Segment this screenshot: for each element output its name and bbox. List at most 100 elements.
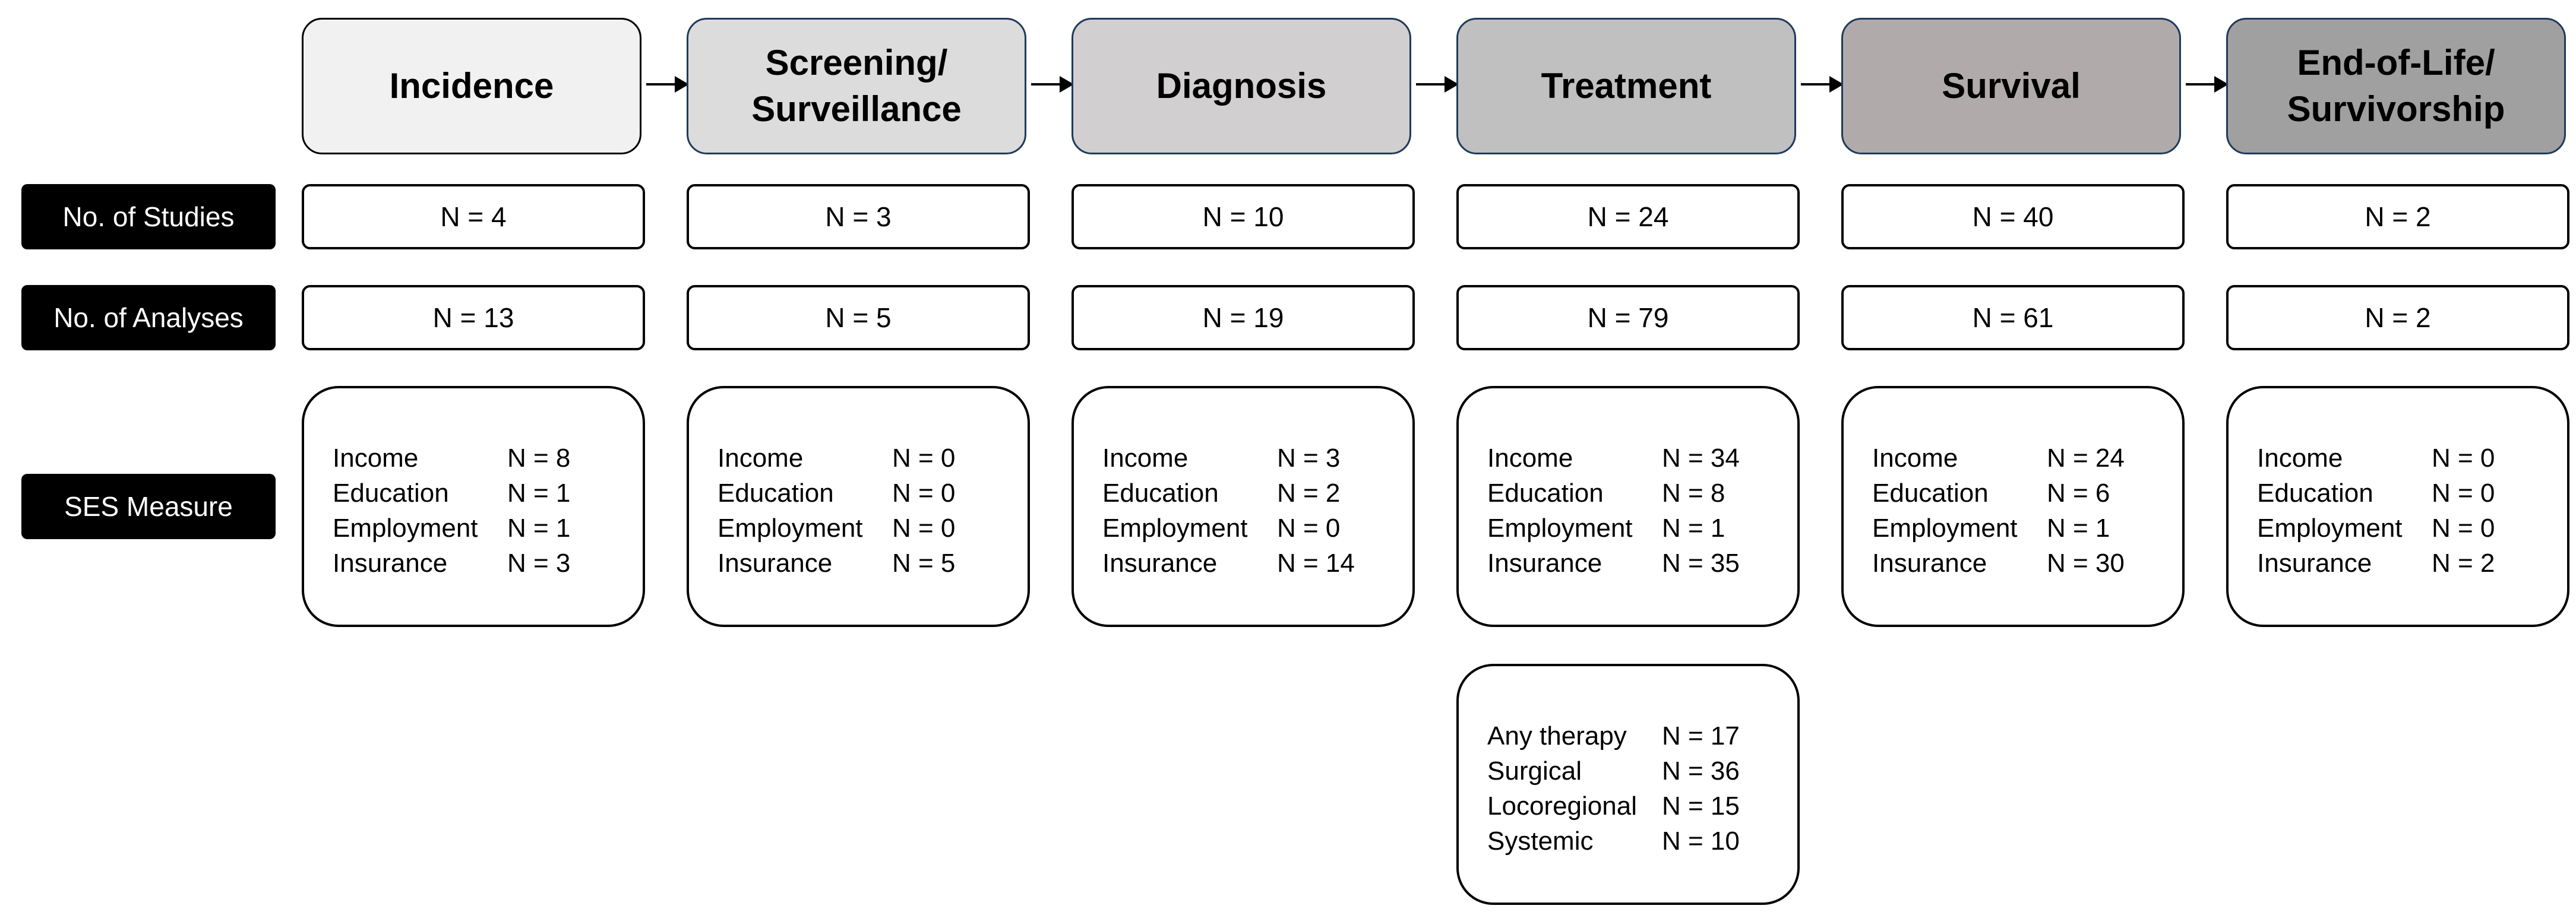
stage-header-survival: Survival bbox=[1841, 18, 2181, 154]
ses-measure-count: N = 1 bbox=[2047, 514, 2110, 543]
row-label-analyses-text: No. of Analyses bbox=[53, 302, 244, 333]
ses-measure-label: Insurance bbox=[1872, 549, 1987, 578]
studies-count-box: N = 3 bbox=[687, 184, 1030, 249]
ses-measure-label: Insurance bbox=[718, 549, 833, 578]
stage-header-end-of-life: End-of-Life/Survivorship bbox=[2226, 18, 2566, 154]
treatment-type-count: N = 17 bbox=[1662, 721, 1740, 751]
ses-measure-label: Insurance bbox=[333, 549, 448, 578]
studies-count-box: N = 4 bbox=[302, 184, 645, 249]
treatment-type-label: Surgical bbox=[1487, 756, 1582, 786]
arrow-survival-to-end-of-life bbox=[2186, 76, 2229, 93]
stage-column-end-of-life: End-of-Life/Survivorship N = 2 N = 2 Inc… bbox=[2226, 0, 2569, 915]
ses-measure-label: Income bbox=[718, 444, 804, 473]
analyses-count: N = 61 bbox=[1972, 302, 2054, 333]
ses-measure-count: N = 1 bbox=[1662, 514, 1725, 543]
ses-measure-box: Income N = 0 Education N = 0 Employment N =… bbox=[2226, 386, 2569, 627]
analyses-count: N = 13 bbox=[432, 302, 514, 333]
treatment-type-count: N = 10 bbox=[1662, 827, 1740, 856]
ses-measure-label: Income bbox=[333, 444, 419, 473]
ses-measure-label: Income bbox=[1102, 444, 1189, 473]
ses-measure-count: N = 34 bbox=[1662, 444, 1740, 473]
ses-measure-count: N = 0 bbox=[2432, 444, 2495, 473]
studies-count: N = 10 bbox=[1202, 201, 1284, 232]
treatment-type-label: Systemic bbox=[1487, 827, 1594, 856]
ses-measure-label: Education bbox=[1102, 479, 1219, 508]
ses-measure-label: Insurance bbox=[2257, 549, 2372, 578]
arrow-screening-to-diagnosis bbox=[1031, 76, 1074, 93]
ses-measure-count: N = 0 bbox=[2432, 514, 2495, 543]
ses-measure-count: N = 8 bbox=[1662, 479, 1725, 508]
treatment-type-count: N = 36 bbox=[1662, 756, 1740, 786]
analyses-count-box: N = 79 bbox=[1456, 285, 1800, 350]
ses-measure-label: Employment bbox=[718, 514, 863, 543]
ses-measure-label: Education bbox=[1487, 479, 1604, 508]
analyses-count: N = 2 bbox=[2365, 302, 2431, 333]
ses-measure-label: Employment bbox=[333, 514, 478, 543]
stage-header-incidence: Incidence bbox=[302, 18, 641, 154]
ses-measure-label: Education bbox=[718, 479, 834, 508]
ses-measure-count: N = 14 bbox=[1277, 549, 1355, 578]
studies-count: N = 3 bbox=[825, 201, 892, 232]
studies-count: N = 2 bbox=[2365, 201, 2431, 232]
ses-measure-label: Income bbox=[1487, 444, 1573, 473]
stage-title-line1: Screening/ bbox=[765, 43, 948, 83]
analyses-count-box: N = 5 bbox=[687, 285, 1030, 350]
ses-measure-count: N = 5 bbox=[892, 549, 956, 578]
stage-title-line2: Survivorship bbox=[2287, 89, 2505, 129]
ses-measure-count: N = 0 bbox=[1277, 514, 1341, 543]
ses-measure-label: Income bbox=[2257, 444, 2343, 473]
ses-measure-count: N = 2 bbox=[2432, 549, 2495, 578]
studies-count: N = 4 bbox=[440, 201, 507, 232]
ses-measure-label: Employment bbox=[2257, 514, 2403, 543]
ses-measure-label: Education bbox=[2257, 479, 2373, 508]
stage-header-screening: Screening/Surveillance bbox=[687, 18, 1026, 154]
analyses-count-box: N = 2 bbox=[2226, 285, 2569, 350]
stage-title-line1: End-of-Life/ bbox=[2297, 43, 2495, 83]
arrow-incidence-to-screening bbox=[646, 76, 689, 93]
analyses-count: N = 5 bbox=[825, 302, 892, 333]
row-label-studies: No. of Studies bbox=[21, 184, 276, 249]
ses-measure-count: N = 6 bbox=[2047, 479, 2110, 508]
ses-measure-box: Income N = 0 Education N = 0 Employment N =… bbox=[687, 386, 1030, 627]
studies-count-box: N = 2 bbox=[2226, 184, 2569, 249]
ses-measure-label: Education bbox=[333, 479, 449, 508]
row-label-ses-measure-text: SES Measure bbox=[64, 491, 233, 522]
studies-count: N = 24 bbox=[1587, 201, 1669, 232]
ses-measure-label: Income bbox=[1872, 444, 1958, 473]
ses-measure-count: N = 1 bbox=[507, 479, 571, 508]
ses-measure-count: N = 0 bbox=[892, 479, 956, 508]
ses-measure-count: N = 0 bbox=[2432, 479, 2495, 508]
ses-measure-label: Insurance bbox=[1487, 549, 1603, 578]
ses-measure-count: N = 0 bbox=[892, 444, 956, 473]
analyses-count: N = 79 bbox=[1587, 302, 1669, 333]
studies-count-box: N = 24 bbox=[1456, 184, 1800, 249]
studies-count-box: N = 40 bbox=[1841, 184, 2185, 249]
analyses-count-box: N = 19 bbox=[1072, 285, 1415, 350]
row-label-analyses: No. of Analyses bbox=[21, 285, 276, 350]
ses-measure-count: N = 3 bbox=[507, 549, 571, 578]
arrow-diagnosis-to-treatment bbox=[1416, 76, 1459, 93]
ses-measure-count: N = 35 bbox=[1662, 549, 1740, 578]
stage-header-diagnosis: Diagnosis bbox=[1072, 18, 1411, 154]
stage-title-line1: Treatment bbox=[1541, 66, 1712, 106]
analyses-count-box: N = 61 bbox=[1841, 285, 2185, 350]
stage-title-line1: Diagnosis bbox=[1156, 66, 1327, 106]
stage-column-screening: Screening/Surveillance N = 3 N = 5 Incom… bbox=[687, 0, 1030, 915]
ses-measure-count: N = 1 bbox=[507, 514, 571, 543]
stage-header-treatment: Treatment bbox=[1456, 18, 1796, 154]
analyses-count-box: N = 13 bbox=[302, 285, 645, 350]
studies-count-box: N = 10 bbox=[1072, 184, 1415, 249]
treatment-type-label: Any therapy bbox=[1487, 721, 1627, 751]
row-label-ses-measure: SES Measure bbox=[21, 474, 276, 539]
arrow-treatment-to-survival bbox=[1801, 76, 1844, 93]
analyses-count: N = 19 bbox=[1202, 302, 1284, 333]
ses-measure-count: N = 0 bbox=[892, 514, 956, 543]
